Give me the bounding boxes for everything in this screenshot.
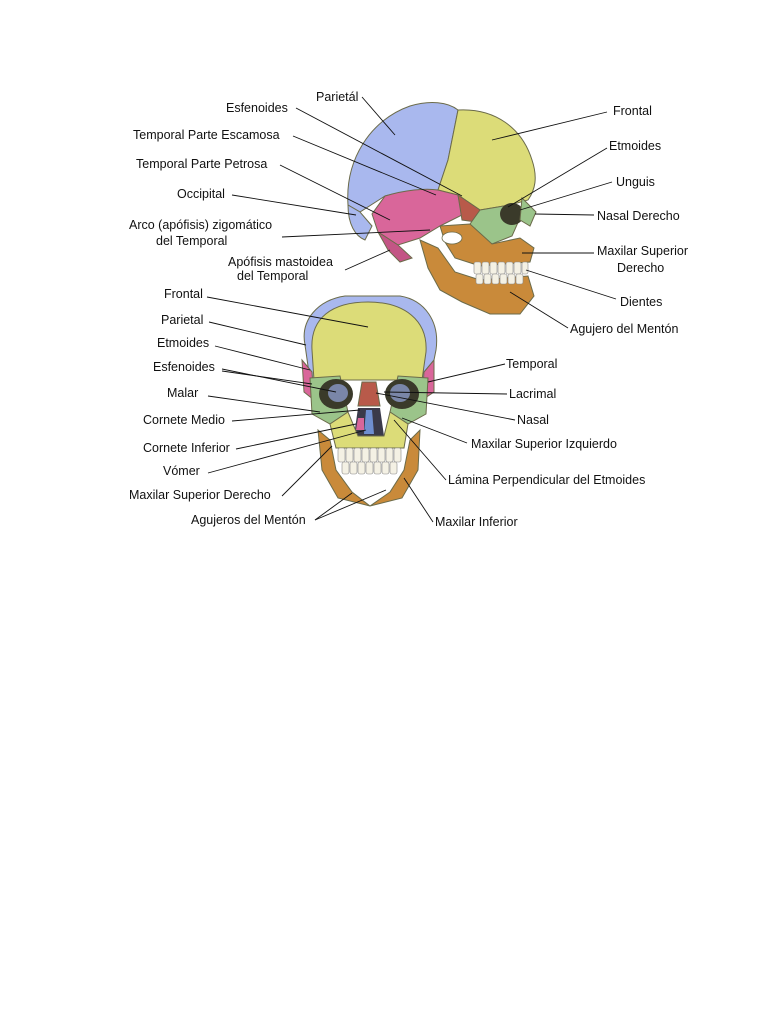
- lateral-teeth: [473, 261, 529, 285]
- label-esfenoides-frontal: Esfenoides: [153, 360, 215, 374]
- lateral-ear-opening: [441, 231, 463, 245]
- label-vomer: Vómer: [163, 464, 200, 478]
- label-mastoidea-2: del Temporal: [237, 269, 308, 283]
- frontal-concha: [356, 418, 364, 430]
- label-arco-zigomatico-1: Arco (apófisis) zigomático: [129, 218, 272, 232]
- label-etmoides-lateral: Etmoides: [609, 139, 661, 153]
- label-agujero-menton: Agujero del Mentón: [570, 322, 678, 336]
- label-temporal-escamosa: Temporal Parte Escamosa: [133, 128, 280, 142]
- lateral-mastoid: [377, 231, 413, 263]
- label-parietal-frontal: Parietal: [161, 313, 203, 327]
- label-unguis: Unguis: [616, 175, 655, 189]
- label-maxilar-superior-izquierdo: Maxilar Superior Izquierdo: [471, 437, 617, 451]
- frontal-mandible: [317, 428, 421, 507]
- frontal-orbit-right-inner: [390, 384, 410, 402]
- label-lamina-perpendicular: Lámina Perpendicular del Etmoides: [448, 473, 645, 487]
- lateral-mandible: [419, 239, 535, 315]
- label-nasal-frontal: Nasal: [517, 413, 549, 427]
- label-maxilar-superior-1: Maxilar Superior: [597, 244, 688, 258]
- label-cornete-medio: Cornete Medio: [143, 413, 225, 427]
- frontal-frontal-bone: [311, 301, 427, 381]
- frontal-vomer: [364, 410, 374, 434]
- frontal-leader-lines: [206, 296, 516, 523]
- lateral-leader-lines: [231, 96, 617, 329]
- label-parietal-lateral: Parietál: [316, 90, 358, 104]
- lateral-labels: Parietál Esfenoides Temporal Parte Escam…: [129, 90, 688, 336]
- label-malar: Malar: [167, 386, 198, 400]
- label-maxilar-superior-2: Derecho: [617, 261, 664, 275]
- label-mastoidea-1: Apófisis mastoidea: [228, 255, 333, 269]
- label-occipital: Occipital: [177, 187, 225, 201]
- label-maxilar-superior-derecho: Maxilar Superior Derecho: [129, 488, 271, 502]
- frontal-teeth-upper: [337, 447, 402, 463]
- label-temporal-petrosa: Temporal Parte Petrosa: [136, 157, 267, 171]
- frontal-skull: [301, 295, 438, 507]
- label-cornete-inferior: Cornete Inferior: [143, 441, 230, 455]
- label-frontal-lateral: Frontal: [613, 104, 652, 118]
- label-maxilar-inferior: Maxilar Inferior: [435, 515, 518, 529]
- label-agujeros-menton: Agujeros del Mentón: [191, 513, 306, 527]
- label-etmoides-frontal: Etmoides: [157, 336, 209, 350]
- frontal-nasal-bone: [357, 381, 381, 407]
- label-arco-zigomatico-2: del Temporal: [156, 234, 227, 248]
- label-esfenoides-lateral: Esfenoides: [226, 101, 288, 115]
- lateral-maxilla: [439, 223, 535, 267]
- label-lacrimal: Lacrimal: [509, 387, 556, 401]
- label-frontal-frontal: Frontal: [164, 287, 203, 301]
- lateral-orbit: [500, 203, 524, 225]
- label-temporal-frontal: Temporal: [506, 357, 557, 371]
- label-dientes: Dientes: [620, 295, 662, 309]
- frontal-orbit-left-inner: [328, 384, 348, 402]
- frontal-labels: Frontal Parietal Etmoides Esfenoides Mal…: [129, 287, 645, 529]
- lateral-nasal-bone: [519, 196, 537, 227]
- frontal-teeth-lower: [341, 461, 398, 475]
- label-nasal-derecho: Nasal Derecho: [597, 209, 680, 223]
- lateral-skull: [347, 102, 537, 315]
